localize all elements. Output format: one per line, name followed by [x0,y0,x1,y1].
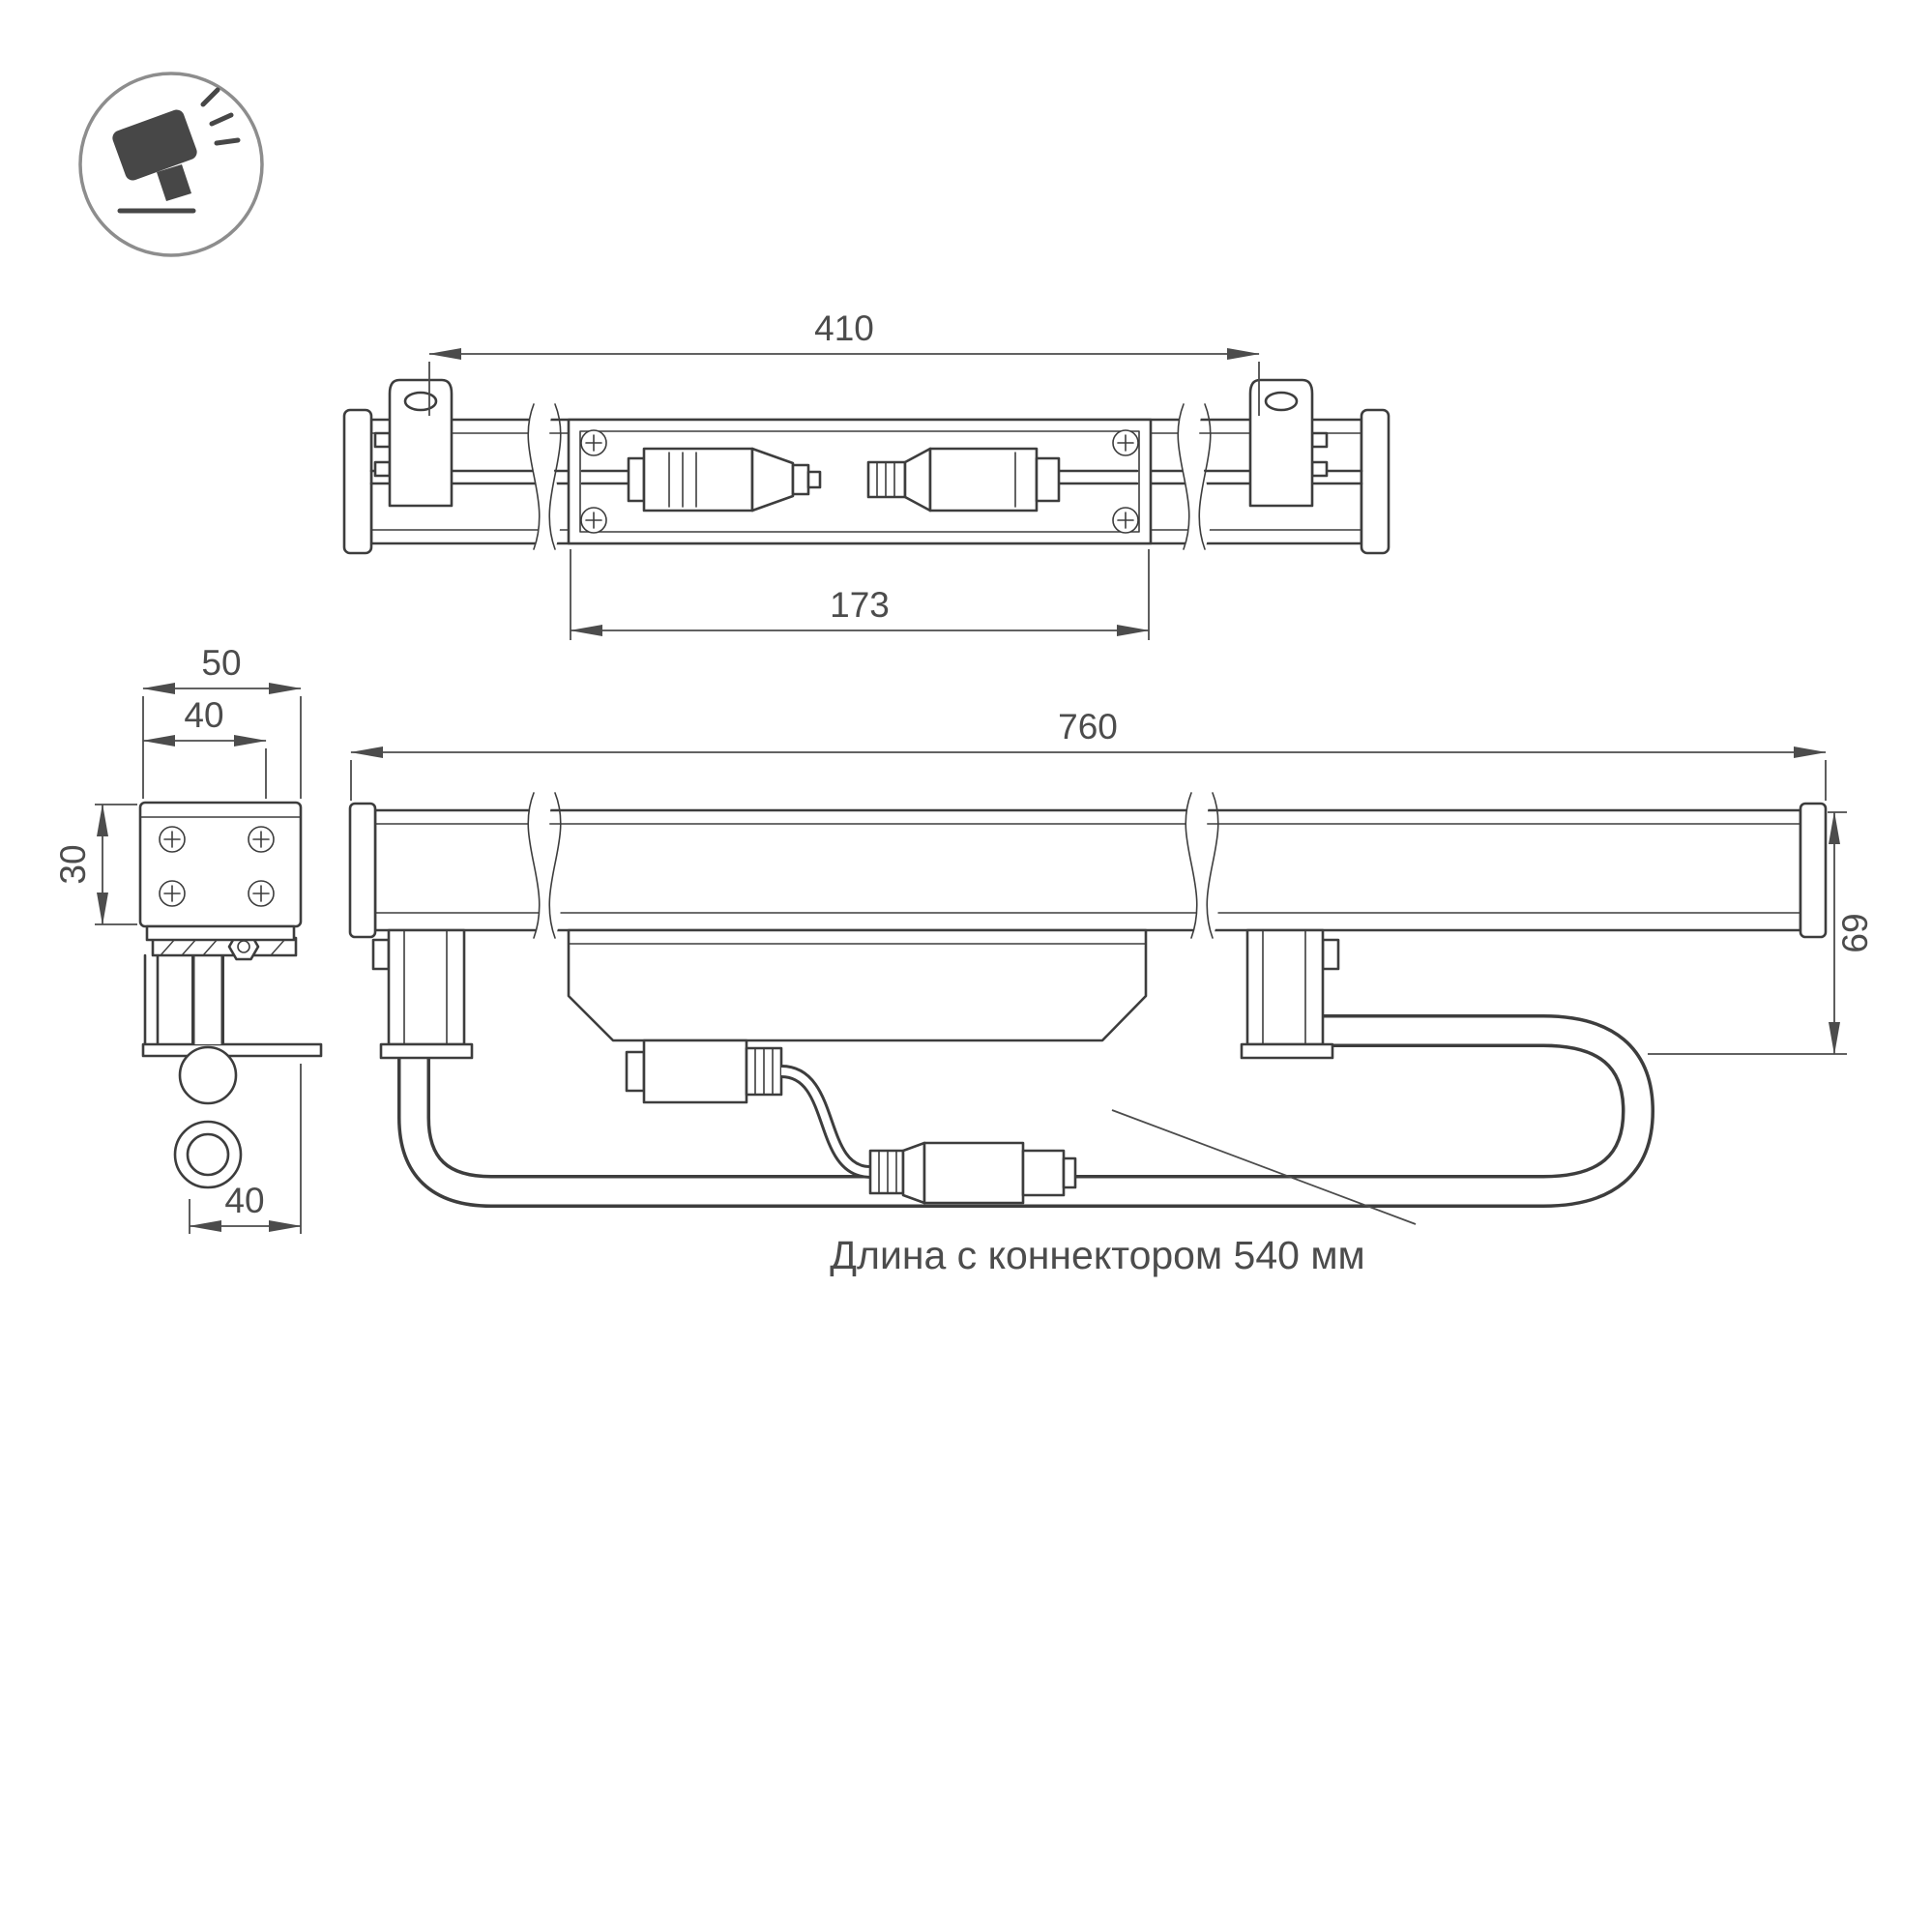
light-ray-2 [209,112,234,127]
dim-label-410: 410 [814,308,874,348]
dim-label-30: 30 [53,844,93,884]
front-connector-plug [868,1141,1077,1205]
connector-length-note: Длина с коннектором 540 мм [830,1233,1364,1277]
dimension-69: 69 [1648,811,1875,1055]
screw-icon [580,507,607,534]
top-connector-female [866,447,1061,512]
screw-icon [159,826,186,853]
front-bracket-left [371,928,474,1060]
dim-label-40-top: 40 [184,695,223,735]
top-endcap-right [1360,408,1390,555]
front-body [373,808,1802,932]
front-driver-panel [567,928,1148,1042]
screw-icon [1112,507,1139,534]
dim-label-40-bottom: 40 [224,1181,264,1220]
dim-label-173: 173 [830,585,890,625]
top-connector-male [627,447,822,512]
dimension-40-top: 40 [142,695,267,799]
dimension-50: 50 [142,643,302,799]
screw-icon [159,880,186,907]
front-connector-socket [625,1039,783,1104]
dimension-410: 410 [428,308,1260,416]
screw-icon [1112,429,1139,456]
side-body [138,801,303,942]
screw-icon [248,880,275,907]
top-view [342,378,1390,555]
floodlight-head [112,109,197,181]
side-view [138,801,323,1189]
icon-ring [78,72,264,257]
floodlight-icon [78,72,264,257]
dimension-760: 760 [350,707,1827,801]
dimension-30: 30 [53,804,137,925]
top-bracket-right [1248,378,1329,508]
front-endcap-left [348,802,377,939]
screw-icon [248,826,275,853]
top-bracket-left [373,378,454,508]
front-cable-loop [397,1014,1655,1208]
screw-icon [580,429,607,456]
dimension-173: 173 [570,549,1150,640]
dim-label-50: 50 [201,643,241,683]
dimension-40-bottom: 40 [189,1064,302,1234]
dim-label-69: 69 [1835,913,1875,952]
dim-label-760: 760 [1058,707,1118,746]
light-ray-3 [214,137,241,146]
front-view [348,792,1828,1225]
front-endcap-right [1799,802,1828,939]
floodlight-stem [157,164,191,201]
annotation-leader-line [1111,1109,1417,1225]
front-bracket-right [1240,928,1340,1060]
light-ray-1 [200,87,220,107]
side-cable [173,951,243,1189]
top-endcap-left [342,408,373,555]
side-bracket [141,953,323,1058]
